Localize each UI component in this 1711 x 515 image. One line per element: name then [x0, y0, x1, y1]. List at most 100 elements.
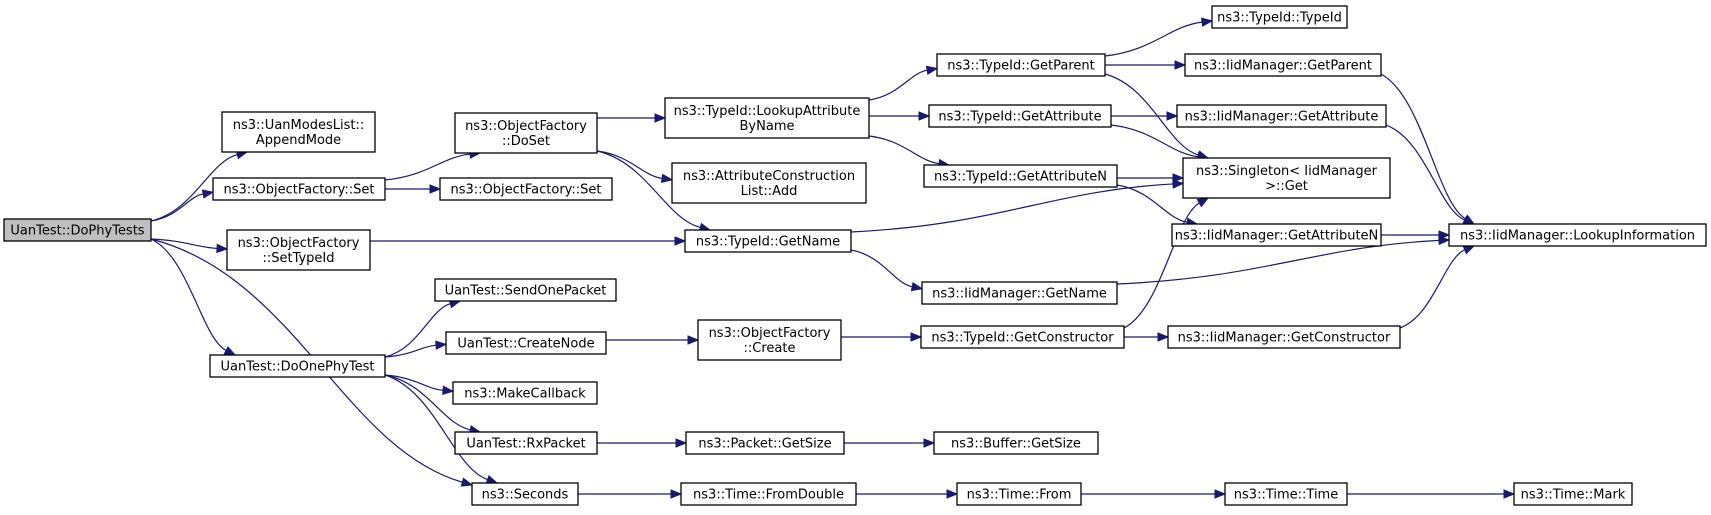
- node-label: ns3::IidManager::GetParent: [1194, 59, 1372, 74]
- graph-node-ofDoSet[interactable]: ns3::ObjectFactory::DoSet: [454, 112, 598, 154]
- graph-node-iidGetName[interactable]: ns3::IidManager::GetName: [921, 281, 1118, 305]
- call-edge-doPhyTests-to-doOnePhyTest: [150, 238, 237, 356]
- graph-node-singletonGet[interactable]: ns3::Singleton< IidManager >::Get: [1182, 157, 1391, 199]
- graph-node-timeFromDouble[interactable]: ns3::Time::FromDouble: [680, 482, 857, 506]
- node-label: ns3::ObjectFactory::Set: [223, 183, 374, 198]
- graph-node-doOnePhyTest[interactable]: UanTest::DoOnePhyTest: [209, 354, 386, 378]
- graph-node-typeIdGetAttribute[interactable]: ns3::TypeId::GetAttribute: [928, 104, 1112, 128]
- arrowhead-icon: [1462, 245, 1476, 255]
- node-box: [933, 431, 1099, 455]
- graph-node-typeIdGetName[interactable]: ns3::TypeId::GetName: [684, 229, 852, 253]
- node-box: [212, 177, 386, 201]
- arrowhead-icon: [910, 332, 923, 342]
- edge-line: [850, 183, 1174, 233]
- node-box: [664, 97, 870, 139]
- edge-line: [384, 344, 437, 358]
- call-edge-typeIdGetName-to-iidGetName: [850, 249, 924, 292]
- graph-node-sendOnePacket[interactable]: UanTest::SendOnePacket: [434, 278, 617, 302]
- edge-line: [384, 153, 471, 181]
- edge-line: [596, 150, 701, 229]
- graph-node-iidGetConstructor[interactable]: ns3::IidManager::GetConstructor: [1167, 325, 1401, 349]
- node-box: [454, 431, 598, 455]
- graph-node-makeCallback[interactable]: ns3::MakeCallback: [452, 381, 598, 405]
- call-edge-typeIdGetName-to-singletonGet: [850, 179, 1185, 233]
- graph-node-timeFrom[interactable]: ns3::Time::From: [956, 482, 1082, 506]
- node-box: [1171, 223, 1382, 247]
- graph-node-iidLookupInfo[interactable]: ns3::IidManager::LookupInformation: [1448, 223, 1707, 247]
- edge-line: [150, 154, 238, 222]
- node-label: ns3::UanModesList::: [233, 118, 364, 133]
- graph-node-typeIdGetAttributeN[interactable]: ns3::TypeId::GetAttributeN: [923, 164, 1118, 188]
- node-label: ns3::MakeCallback: [464, 387, 586, 402]
- node-label: ::Create: [744, 341, 796, 356]
- edge-line: [384, 374, 444, 391]
- node-label: UanTest::SendOnePacket: [445, 284, 607, 299]
- node-box: [1176, 104, 1387, 128]
- edge-line: [1399, 249, 1466, 329]
- graph-node-timeMark[interactable]: ns3::Time::Mark: [1513, 482, 1633, 506]
- graph-node-iidGetParent[interactable]: ns3::IidManager::GetParent: [1184, 53, 1382, 77]
- call-edge-ofDoSet-to-lookupAttrByName: [597, 113, 667, 123]
- node-label: ns3::TypeId::GetAttribute: [938, 110, 1101, 125]
- node-label: ns3::Time::Time: [1234, 488, 1338, 503]
- edge-line: [850, 249, 913, 288]
- graph-node-appendMode[interactable]: ns3::UanModesList::AppendMode: [221, 111, 376, 153]
- edge-line: [1123, 202, 1200, 329]
- graph-node-typeIdTypeId[interactable]: ns3::TypeId::TypeId: [1211, 5, 1348, 29]
- node-label: ns3::Seconds: [482, 488, 569, 503]
- call-edge-typeIdGetParent-to-typeIdTypeId: [1104, 17, 1214, 57]
- node-label: ByName: [740, 119, 795, 134]
- edge-line: [150, 238, 227, 351]
- arrowhead-icon: [1200, 17, 1214, 27]
- node-box: [226, 229, 371, 271]
- edge-line: [1385, 124, 1466, 221]
- graph-node-createNode[interactable]: UanTest::CreateNode: [445, 331, 607, 355]
- graph-node-timeTime[interactable]: ns3::Time::Time: [1224, 482, 1348, 506]
- graph-node-iidGetAttribute[interactable]: ns3::IidManager::GetAttribute: [1176, 104, 1387, 128]
- node-label: ::SetTypeId: [262, 251, 334, 266]
- node-box: [928, 104, 1112, 128]
- node-box: [454, 112, 598, 154]
- node-label: ns3::Time::Mark: [1521, 488, 1626, 503]
- node-box: [680, 482, 857, 506]
- node-box: [209, 354, 386, 378]
- call-edge-lookupAttrByName-to-typeIdGetAttributeN: [868, 135, 951, 169]
- edge-line: [1380, 73, 1466, 220]
- call-edge-doOnePhyTest-to-createNode: [384, 340, 448, 358]
- node-label: UanTest::DoOnePhyTest: [221, 360, 375, 375]
- call-edge-typeIdGetAttribute-to-iidGetAttribute: [1111, 111, 1179, 121]
- graph-node-ofSet2[interactable]: ns3::ObjectFactory::Set: [439, 177, 613, 201]
- node-box: [439, 177, 613, 201]
- graph-node-seconds[interactable]: ns3::Seconds: [471, 482, 579, 506]
- node-box: [921, 281, 1118, 305]
- graph-node-packetGetSize[interactable]: ns3::Packet::GetSize: [685, 431, 845, 455]
- edge-line: [384, 374, 471, 431]
- graph-node-rxPacket[interactable]: UanTest::RxPacket: [454, 431, 598, 455]
- graph-node-bufferGetSize[interactable]: ns3::Buffer::GetSize: [933, 431, 1099, 455]
- node-label: ns3::ObjectFactory: [238, 236, 360, 251]
- graph-node-typeIdGetConstructor[interactable]: ns3::TypeId::GetConstructor: [920, 325, 1125, 349]
- nodes-layer: UanTest::DoPhyTests ns3::UanModesList::Ap…: [3, 5, 1707, 506]
- call-edge-iidGetParent-to-iidLookupInfo: [1380, 73, 1476, 225]
- node-label: ns3::ObjectFactory: [709, 326, 831, 341]
- call-edge-typeIdGetConstructor-to-iidGetConstructor: [1124, 332, 1170, 342]
- node-label: ns3::Buffer::GetSize: [951, 437, 1081, 452]
- arrowhead-icon: [1157, 332, 1170, 342]
- edge-line: [1116, 184, 1188, 223]
- graph-node-ofSet1[interactable]: ns3::ObjectFactory::Set: [212, 177, 386, 201]
- edge-line: [868, 69, 928, 101]
- call-edge-iidGetAttribute-to-iidLookupInfo: [1385, 124, 1476, 225]
- arrowhead-icon: [201, 189, 215, 199]
- graph-node-ofSetTypeId[interactable]: ns3::ObjectFactory::SetTypeId: [226, 229, 371, 271]
- arrowhead-icon: [485, 474, 499, 484]
- node-box: [936, 53, 1106, 77]
- graph-node-ofCreate[interactable]: ns3::ObjectFactory::Create: [697, 319, 842, 361]
- arrowhead-icon: [910, 281, 924, 292]
- graph-node-typeIdGetParent[interactable]: ns3::TypeId::GetParent: [936, 53, 1106, 77]
- node-label: ns3::TypeId::TypeId: [1217, 11, 1342, 26]
- graph-node-iidGetAttributeN[interactable]: ns3::IidManager::GetAttributeN: [1171, 223, 1382, 247]
- call-edge-doPhyTests-to-ofSet1: [150, 189, 215, 222]
- node-label: UanTest::DoPhyTests: [10, 224, 144, 239]
